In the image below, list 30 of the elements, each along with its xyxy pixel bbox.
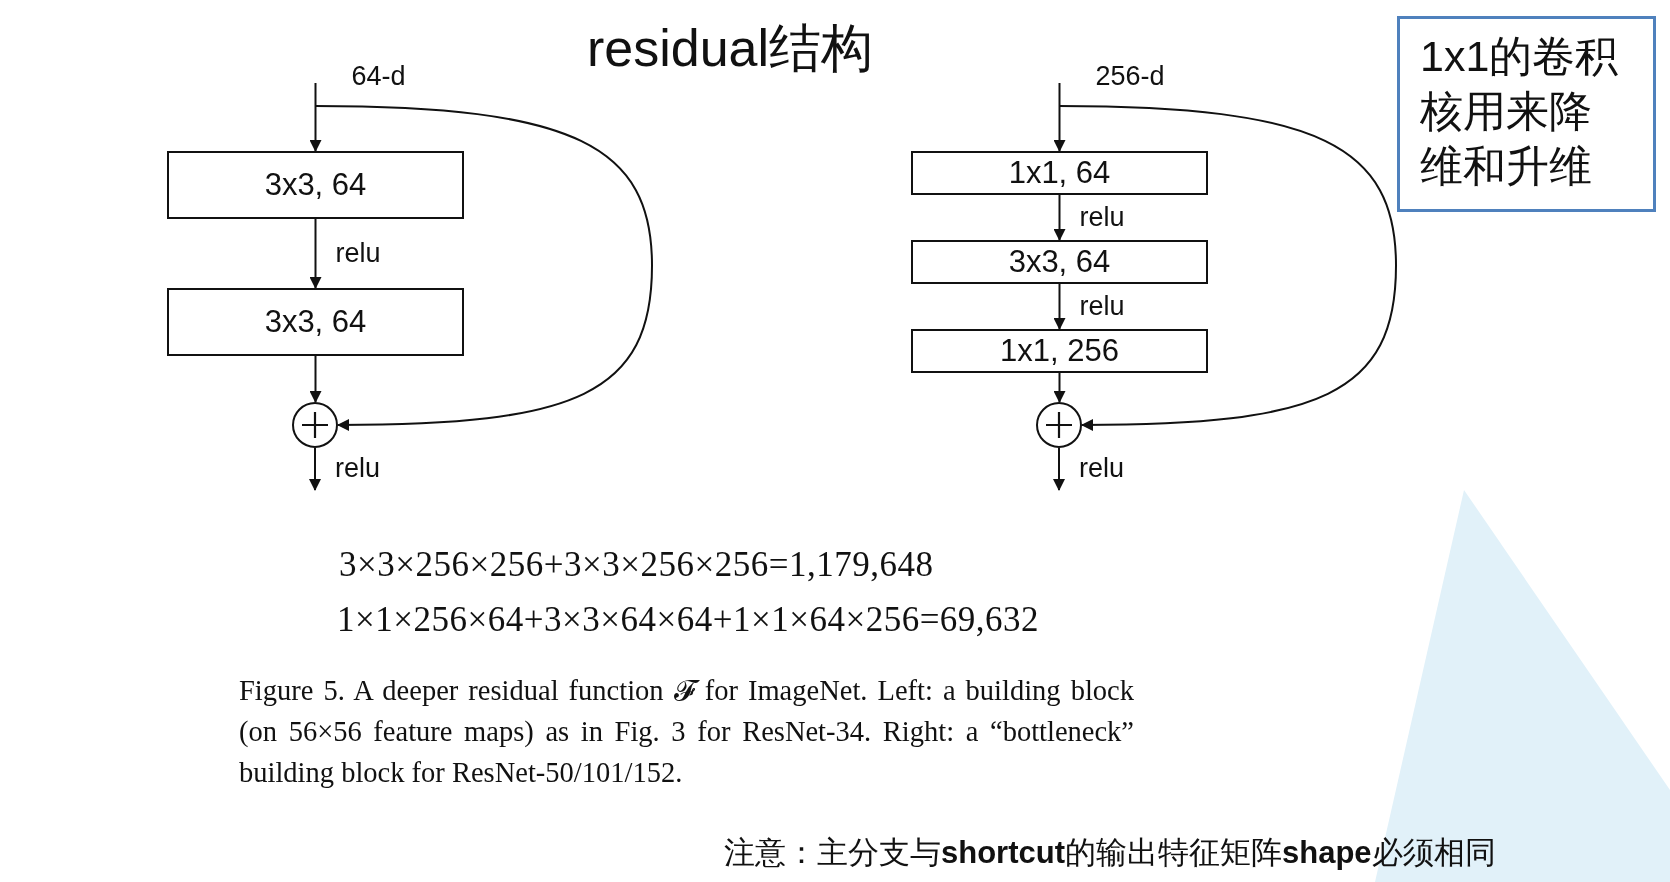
figure-caption: Figure 5. A deeper residual function 𝓕 for ImageNet. Left: a building block (on 56×56 feature maps) as in Fig. 3 for ResNet-34. Right: a “bottleneck” building block for ResNet-50/101/152. (239, 674, 1134, 790)
arrow (1053, 82, 1066, 152)
arrow (309, 447, 321, 491)
layer-box (167, 151, 464, 219)
arrow (309, 82, 322, 152)
note-text: 1x1的卷积核用来降维和升维 (1420, 31, 1620, 193)
layer-label: 1x1, 256 (1000, 333, 1119, 369)
layer-label: 3x3, 64 (264, 167, 367, 203)
arrow (1058, 105, 1397, 431)
arrow (309, 218, 322, 289)
layer-label: 1x1, 64 (1008, 155, 1111, 191)
note-text: 注意：主分支与shortcut的输出特征矩阵shape必须相同 (724, 834, 1496, 872)
equation: 3×3×256×256+3×3×256×256=1,179,648 (339, 545, 934, 585)
arrow (314, 105, 653, 431)
sum-circle (292, 402, 338, 448)
arrow (1053, 194, 1066, 241)
layer-box (911, 329, 1208, 373)
arrow (309, 355, 322, 403)
note-box (1397, 16, 1656, 212)
arrow (1053, 447, 1065, 491)
layer-label: 3x3, 64 (264, 304, 367, 340)
layer-box (911, 240, 1208, 284)
layer-box (911, 151, 1208, 195)
layer-box (167, 288, 464, 356)
equation: 1×1×256×64+3×3×64×64+1×1×64×256=69,632 (337, 600, 1040, 640)
layer-label: 3x3, 64 (1008, 244, 1111, 280)
arrow (1053, 283, 1066, 330)
sum-circle (1036, 402, 1082, 448)
title: residual结构 (586, 18, 874, 79)
arrow (1053, 372, 1066, 403)
